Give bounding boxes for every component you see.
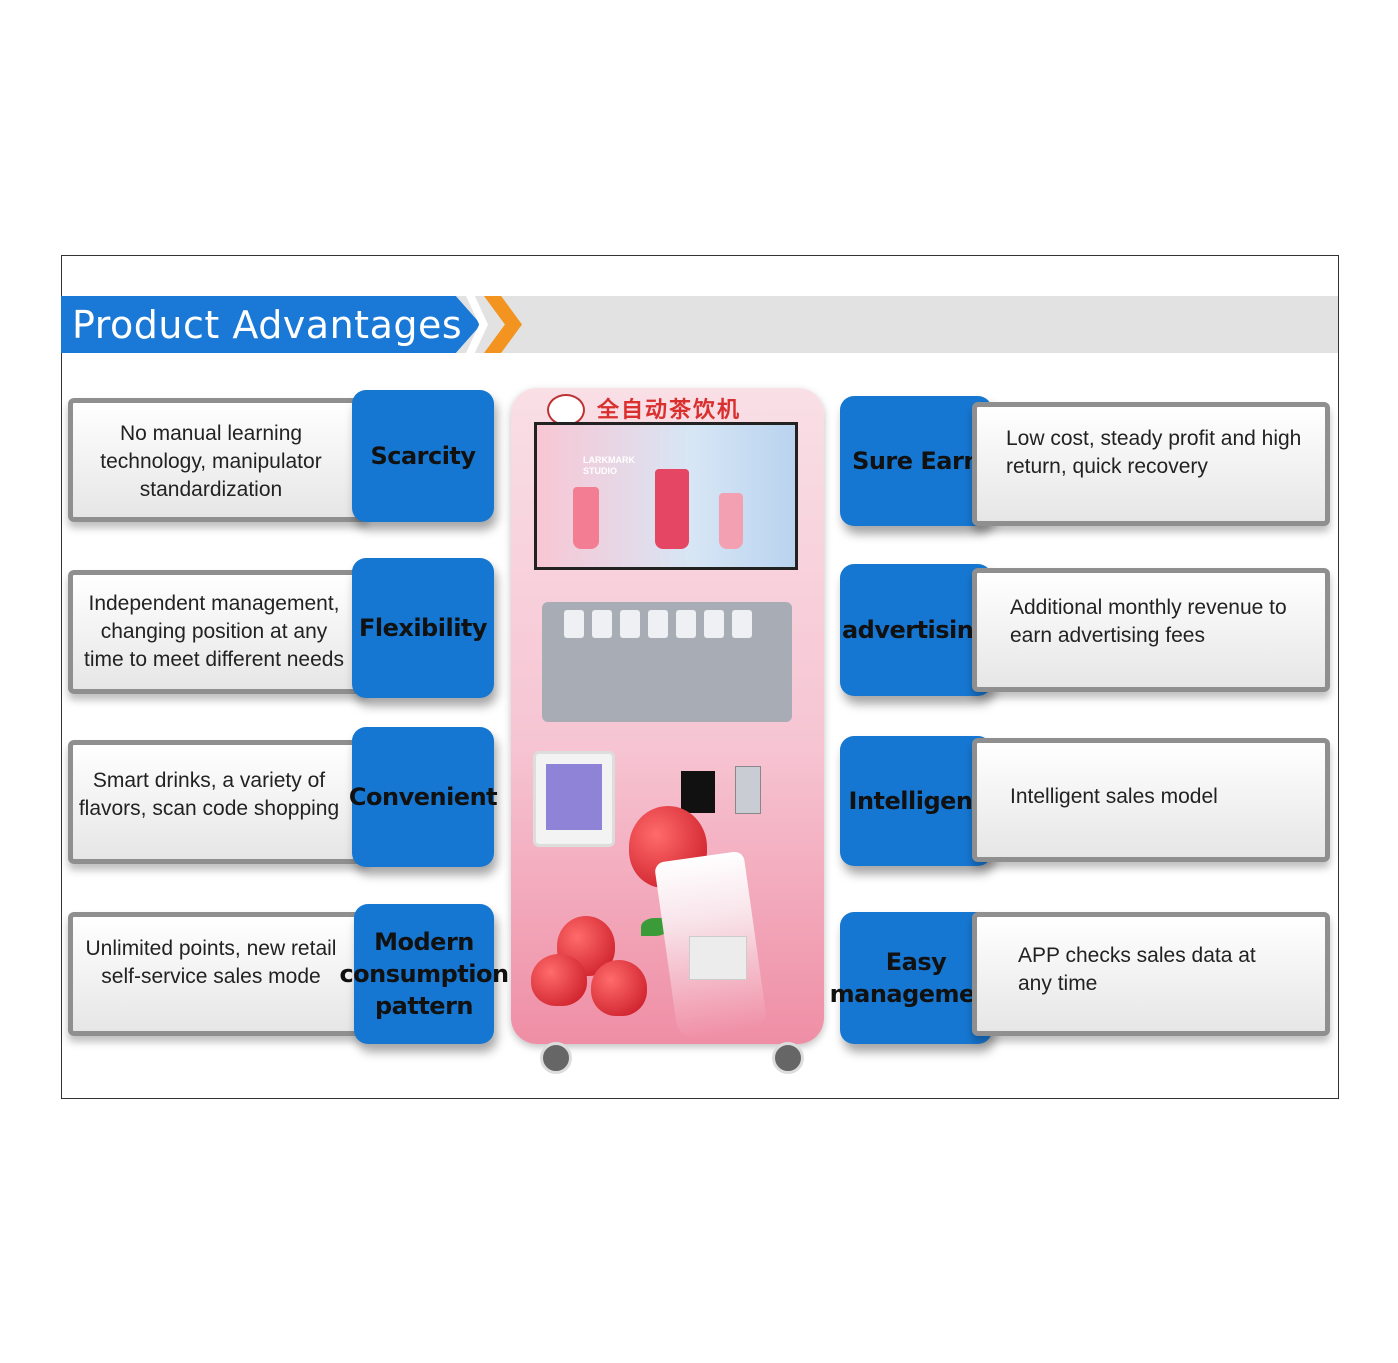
bear-logo-icon — [547, 394, 585, 426]
strawberry-icon — [531, 954, 587, 1006]
left-tag-3: Convenient — [349, 727, 498, 867]
wheel-icon — [772, 1042, 804, 1074]
left-card-2-text: Independent management, changing positio… — [84, 592, 344, 671]
vending-machine-illustration: 全自动茶饮机 LARKMARK STUDIO — [511, 388, 824, 1044]
left-tag-2: Flexibility — [352, 558, 494, 698]
cup-outlet — [689, 936, 747, 980]
wheel-icon — [540, 1042, 572, 1074]
left-tag-1: Scarcity — [352, 390, 494, 522]
left-tag-4: Modern consumption pattern — [339, 904, 509, 1044]
robot-arm-window — [542, 602, 792, 722]
left-card-4 — [68, 912, 368, 1036]
left-card-1 — [68, 398, 368, 522]
bill-slot — [681, 771, 715, 813]
machine-title: 全自动茶饮机 — [597, 398, 742, 423]
touch-pad — [533, 751, 615, 847]
right-tag-2: advertising — [840, 564, 992, 696]
right-card-3 — [972, 738, 1330, 862]
coin-slot — [735, 766, 761, 814]
right-card-2-text: Additional monthly revenue to earn adver… — [1010, 596, 1287, 647]
right-tag-1: Sure Earn — [840, 396, 992, 526]
strawberry-icon — [591, 960, 647, 1016]
right-card-4-text: APP checks sales data at any time — [1018, 944, 1256, 995]
right-tag-4: Easy management — [830, 912, 1003, 1044]
machine-screen: LARKMARK STUDIO — [534, 422, 798, 570]
left-card-3 — [68, 740, 368, 864]
left-card-3-text: Smart drinks, a variety of flavors, scan… — [78, 769, 340, 820]
right-card-2 — [972, 568, 1330, 692]
left-card-4-text: Unlimited points, new retail self-servic… — [85, 937, 337, 988]
left-card-1-text: No manual learning technology, manipulat… — [100, 422, 322, 501]
right-tag-3: Intelligent — [840, 736, 992, 866]
right-card-1-text: Low cost, steady profit and high return,… — [1006, 427, 1302, 478]
machine-brand: LARKMARK STUDIO — [583, 455, 635, 476]
header-banner — [61, 296, 481, 353]
page-title: Product Advantages — [72, 303, 463, 347]
right-card-4 — [972, 912, 1330, 1036]
right-card-1 — [972, 402, 1330, 526]
right-card-3-text: Intelligent sales model — [1010, 785, 1218, 808]
